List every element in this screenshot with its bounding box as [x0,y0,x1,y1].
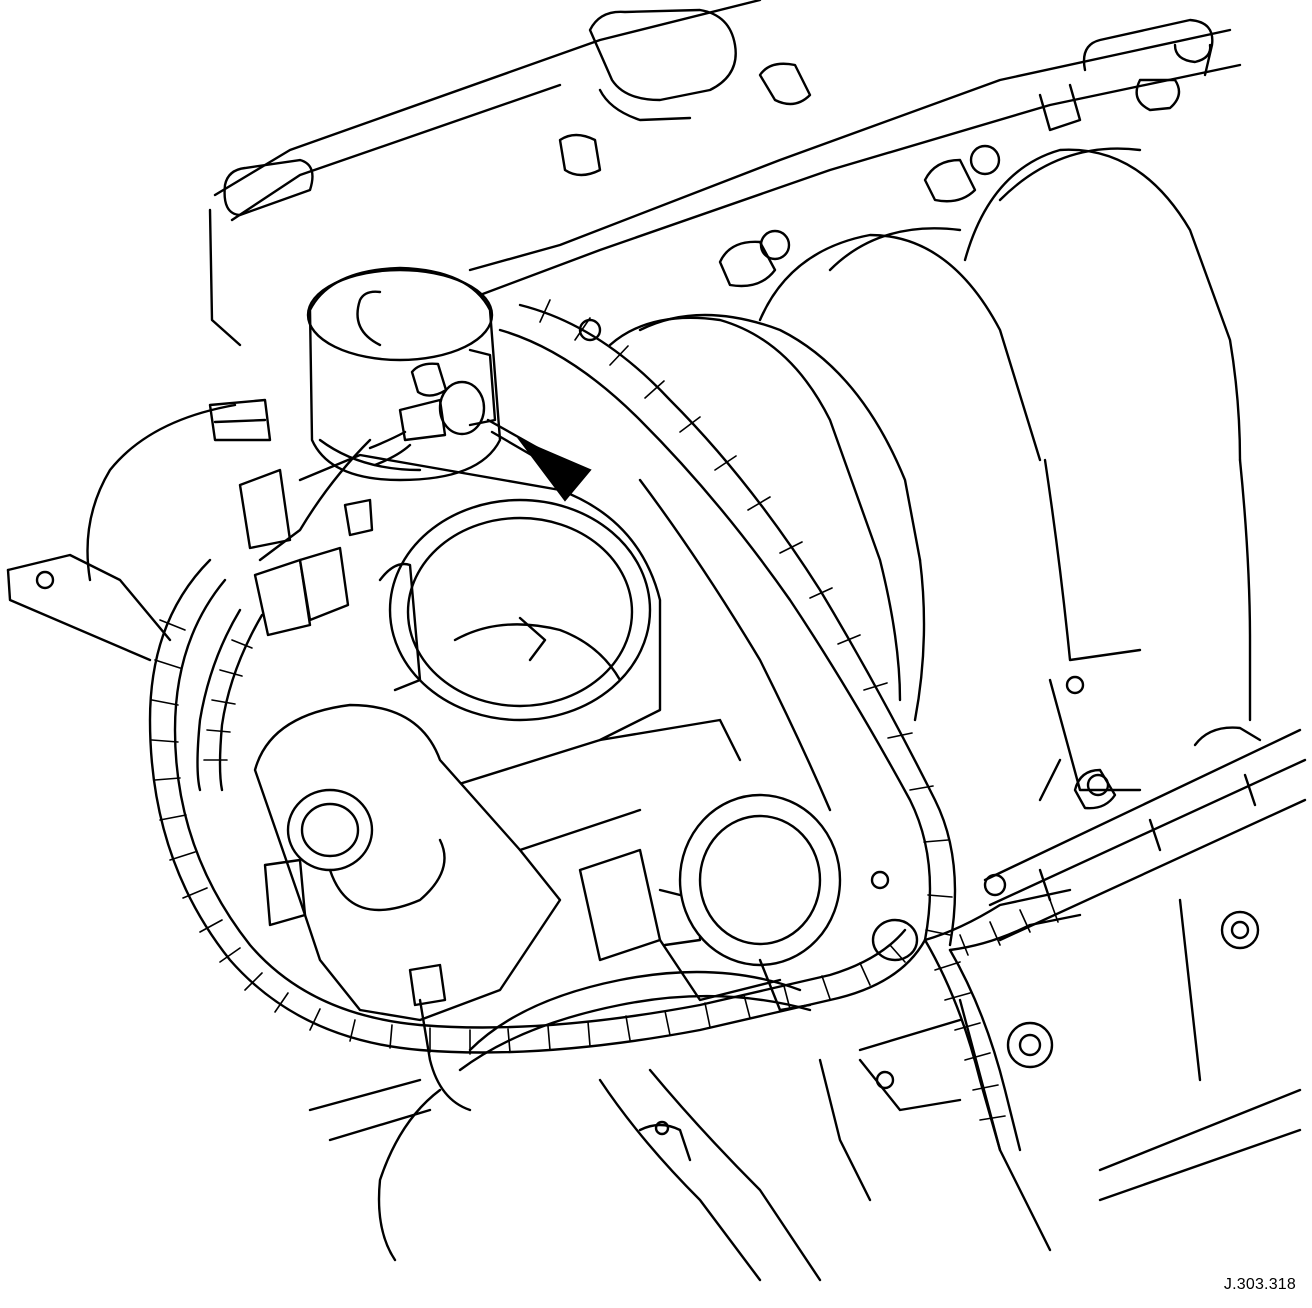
intake-runners [608,147,1252,802]
idle-air-valve [306,266,502,482]
figure-reference-code: J.303.318 [1223,1276,1296,1293]
wiring-harness [148,299,1082,1262]
throttle-body [298,453,742,792]
pointer-arrow [486,418,592,502]
engine-block-lower [308,1018,962,1282]
cam-cover [208,0,1242,347]
actuator-disc [658,793,919,1012]
left-housing [6,398,272,662]
manifold-nuts [578,144,1260,1090]
fuel-rail [958,726,1307,1252]
connector-plug [238,468,374,637]
sensor-housing [253,703,702,1022]
